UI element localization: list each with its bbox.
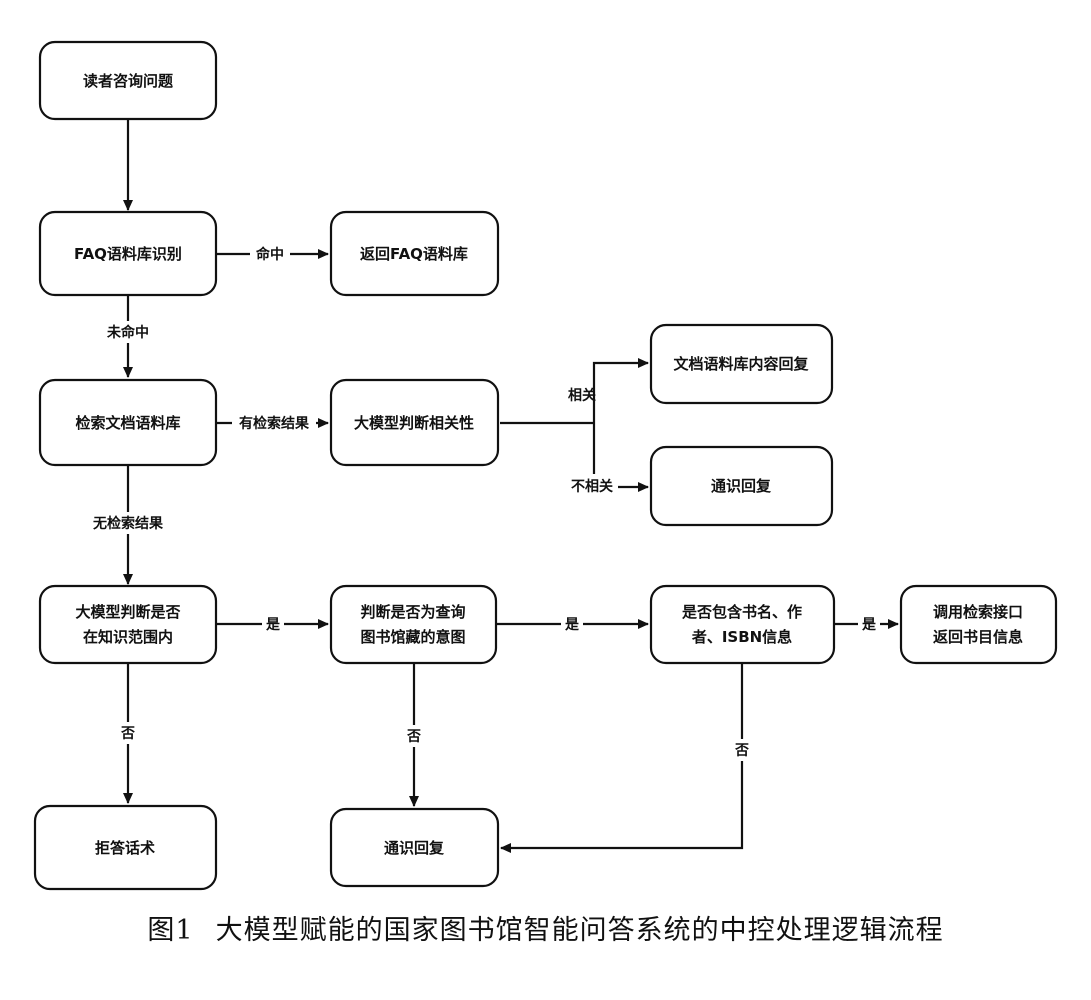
- edge-label-no-2: 否: [406, 729, 421, 745]
- label-intent-check-line2: 图书馆藏的意图: [360, 628, 465, 646]
- figure-number: 图1: [147, 915, 194, 946]
- label-general-reply-1: 通识回复: [711, 477, 772, 495]
- figure-caption: 图1 大模型赋能的国家图书馆智能问答系统的中控处理逻辑流程: [0, 908, 1091, 947]
- node-llm-relevance: [329, 378, 500, 467]
- node-general-reply-1: [649, 445, 834, 527]
- node-llm-scope: [38, 584, 218, 665]
- label-return-faq: 返回FAQ语料库: [360, 245, 468, 263]
- edge-label-no-3: 否: [734, 743, 749, 759]
- label-call-api-line2: 返回书目信息: [933, 628, 1023, 646]
- node-doc-reply: [649, 323, 834, 405]
- edge-label-yes-3: 是: [862, 617, 877, 633]
- label-general-reply-2: 通识回复: [384, 839, 445, 857]
- edge-label-hit: 命中: [255, 246, 284, 263]
- node-intent-check: [329, 584, 498, 665]
- label-contains-info-line2: 者、ISBN信息: [692, 628, 792, 646]
- node-faq-identify: [38, 210, 218, 297]
- node-return-faq: [329, 210, 500, 297]
- label-refuse: 拒答话术: [95, 839, 155, 857]
- node-refuse: [33, 804, 218, 891]
- node-general-reply-2: [329, 807, 500, 888]
- edge-label-no-1: 否: [120, 726, 135, 742]
- edge-relevant: [592, 358, 649, 423]
- flowchart: 命中 未命中 有检索结果 相关 不相关 无检索结果 是 是 是 否 否 否 读者…: [33, 40, 1058, 891]
- edge-label-relevant: 相关: [568, 387, 596, 404]
- edge-label-miss: 未命中: [107, 324, 149, 341]
- figure-title: 大模型赋能的国家图书馆智能问答系统的中控处理逻辑流程: [215, 915, 944, 946]
- edge-label-irrelevant: 不相关: [571, 478, 613, 495]
- edge-label-has-results: 有检索结果: [239, 415, 310, 432]
- label-faq-identify: FAQ语料库识别: [74, 245, 182, 263]
- label-intent-check-line1: 判断是否为查询: [360, 603, 465, 621]
- label-reader-question: 读者咨询问题: [83, 72, 174, 90]
- label-call-api-line1: 调用检索接口: [933, 603, 1023, 621]
- label-llm-scope-line2: 在知识范围内: [83, 628, 173, 646]
- node-search-docs: [38, 378, 218, 467]
- label-llm-scope-line1: 大模型判断是否: [75, 603, 180, 621]
- node-contains-info: [649, 584, 836, 665]
- label-doc-reply: 文档语料库内容回复: [673, 355, 809, 373]
- edge-label-no-results: 无检索结果: [92, 515, 164, 532]
- label-llm-relevance: 大模型判断相关性: [354, 414, 474, 432]
- label-contains-info-line1: 是否包含书名、作: [681, 603, 802, 621]
- edge-label-yes-1: 是: [266, 617, 281, 633]
- label-search-docs: 检索文档语料库: [75, 414, 180, 432]
- edge-contains-no: [500, 664, 744, 853]
- node-call-api: [899, 584, 1058, 665]
- node-reader-question: [38, 40, 218, 121]
- edge-label-yes-2: 是: [565, 617, 580, 633]
